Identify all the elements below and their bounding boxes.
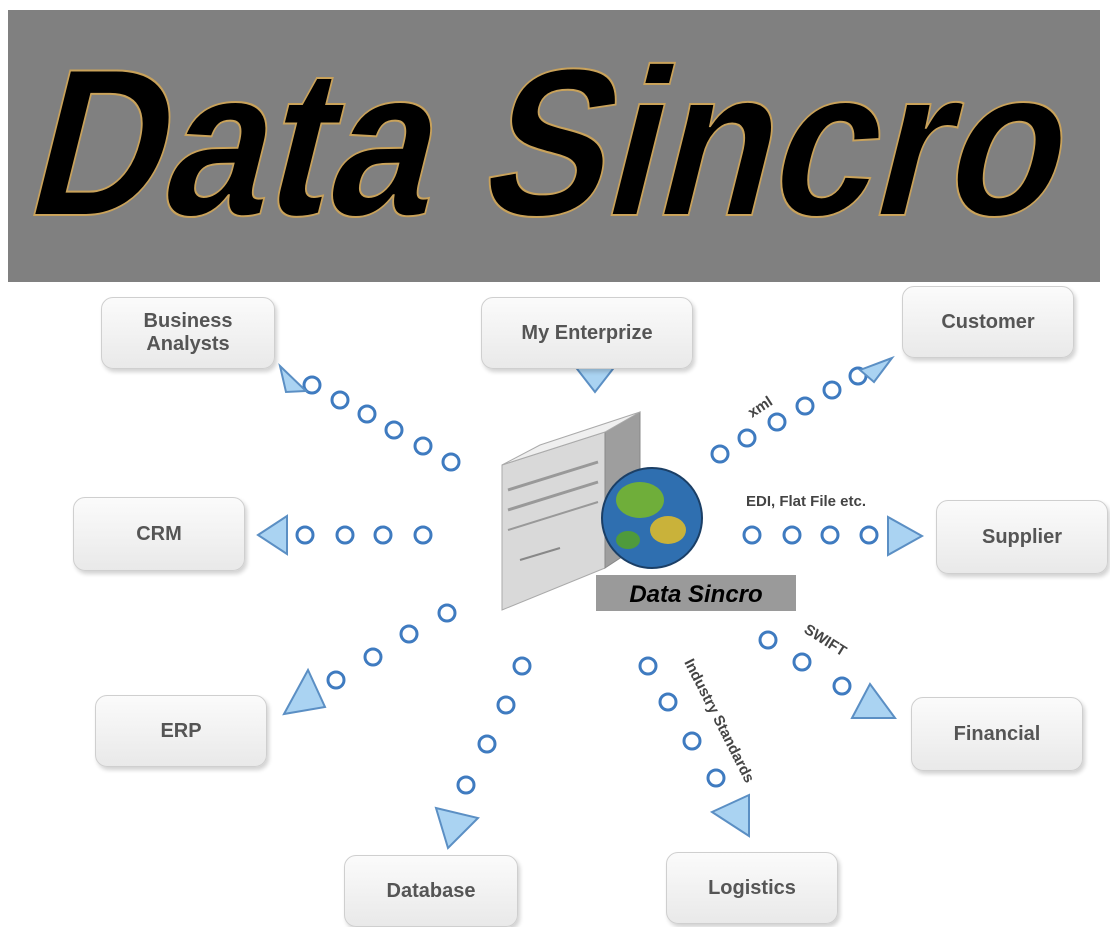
connector-dot — [682, 731, 702, 751]
connector-dot — [767, 412, 787, 432]
server-caption: Data Sincro — [629, 581, 762, 608]
arrow-to-database — [434, 806, 480, 850]
connector-dot — [792, 652, 812, 672]
arrow-to-business-analysts — [278, 362, 309, 394]
connector-dot — [742, 525, 762, 545]
connector-dot — [706, 768, 726, 788]
node-my-enterprize: My Enterprize — [481, 297, 693, 369]
connector-dot — [795, 396, 815, 416]
arrow-to-logistics — [709, 793, 750, 838]
connector-dot — [413, 525, 433, 545]
connector-dot — [335, 525, 355, 545]
connector-dot — [782, 525, 802, 545]
connector-dot — [357, 404, 377, 424]
label-industry-standards: Industry Standards — [680, 656, 757, 786]
connector-dot — [326, 670, 346, 690]
banner-title: Data Sincro — [11, 26, 1099, 260]
connector-dot — [859, 525, 879, 545]
connector-dot — [330, 390, 350, 410]
connector-dot — [384, 420, 404, 440]
connector-dot — [399, 624, 419, 644]
connector-dot — [441, 452, 461, 472]
node-customer: Customer — [902, 286, 1074, 358]
node-supplier: Supplier — [936, 500, 1108, 574]
node-database: Database — [344, 855, 518, 927]
label-swift: SWIFT — [801, 621, 850, 660]
connector-dot — [658, 692, 678, 712]
connector-dot — [295, 525, 315, 545]
banner-logo: Data Sincro — [10, 25, 1100, 261]
connector-dot — [638, 656, 658, 676]
arrow-to-crm — [256, 514, 288, 556]
connector-dot — [363, 647, 383, 667]
arrow-to-my-enterprize — [571, 364, 619, 394]
arrow-to-customer — [858, 355, 895, 384]
label-edi: EDI, Flat File etc. — [746, 493, 866, 510]
connector-dot — [737, 428, 757, 448]
node-crm: CRM — [73, 497, 245, 571]
node-business-analysts: Business Analysts — [101, 297, 275, 369]
connector-dot — [456, 775, 476, 795]
node-erp: ERP — [95, 695, 267, 767]
connector-dot — [496, 695, 516, 715]
arrow-to-supplier — [887, 515, 925, 557]
node-logistics: Logistics — [666, 852, 838, 924]
connector-dot — [373, 525, 393, 545]
arrow-to-erp — [282, 667, 327, 716]
connector-dot — [832, 676, 852, 696]
connector-dot — [710, 444, 730, 464]
arrow-to-financial — [850, 682, 897, 719]
connector-dot — [413, 436, 433, 456]
server-caption-plate — [596, 575, 796, 611]
connector-dot — [758, 630, 778, 650]
title-banner: Data Sincro — [8, 10, 1100, 282]
connector-dot — [820, 525, 840, 545]
connector-dot — [477, 734, 497, 754]
connector-dot — [822, 380, 842, 400]
node-financial: Financial — [911, 697, 1083, 771]
connector-dot — [437, 603, 457, 623]
connector-dot — [302, 375, 322, 395]
globe-icon — [601, 467, 703, 569]
connector-dot — [512, 656, 532, 676]
